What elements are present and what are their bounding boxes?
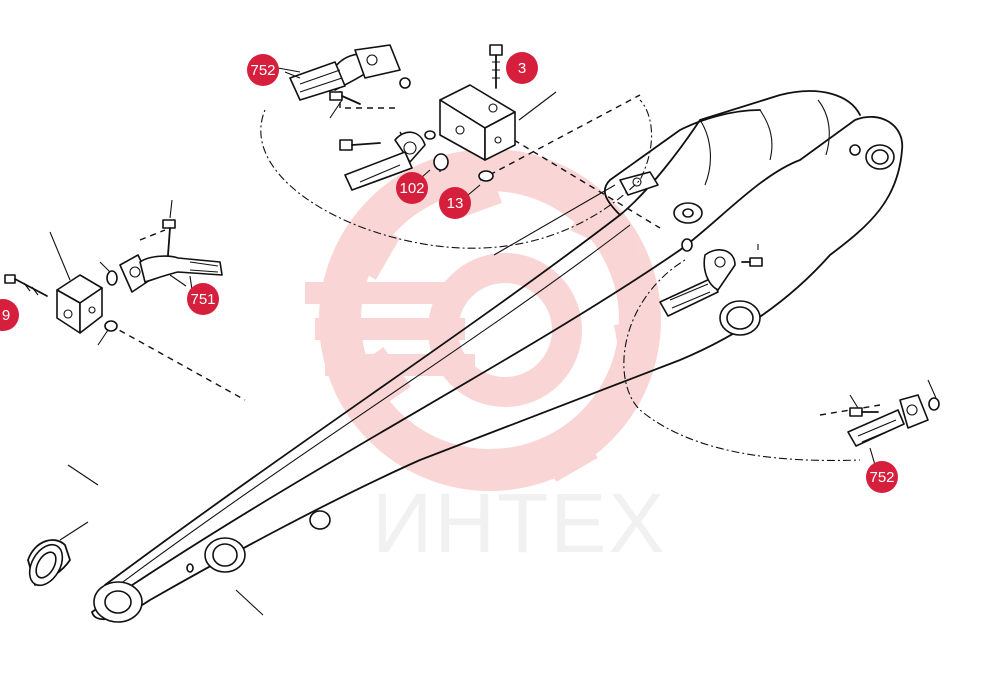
- valve-block-left: [4, 231, 118, 346]
- hose-fitting-mid: [339, 130, 494, 191]
- callout-13: 13: [439, 187, 471, 219]
- hose-fitting-left: [119, 199, 223, 293]
- svg-text:752: 752: [250, 62, 275, 79]
- callout-9: 9: [0, 299, 19, 331]
- assembly-loop-top: [260, 99, 653, 249]
- svg-text:752: 752: [869, 469, 894, 486]
- hose-fitting-lower-right: [847, 379, 940, 447]
- valve-block-top: [439, 84, 557, 161]
- callout-752-right: 752: [866, 461, 898, 493]
- assembly-loop-right: [623, 259, 861, 462]
- hose-fitting-top: [284, 44, 411, 101]
- svg-text:3: 3: [518, 60, 526, 77]
- callout-752-top: 752: [247, 54, 279, 86]
- watermark-logo: ИНТЕХ: [305, 149, 666, 570]
- bolt-3: [489, 44, 503, 89]
- hose-fitting-right: [659, 238, 763, 317]
- watermark-text: ИНТЕХ: [372, 476, 666, 570]
- callout-3: 3: [506, 52, 538, 84]
- svg-text:13: 13: [447, 195, 464, 212]
- svg-text:751: 751: [190, 291, 215, 308]
- callout-102: 102: [396, 172, 428, 204]
- bolt-small-top: [329, 91, 361, 119]
- svg-text:9: 9: [2, 307, 10, 324]
- callout-751: 751: [187, 283, 219, 315]
- boom-arm: [27, 90, 903, 623]
- svg-text:102: 102: [399, 180, 424, 197]
